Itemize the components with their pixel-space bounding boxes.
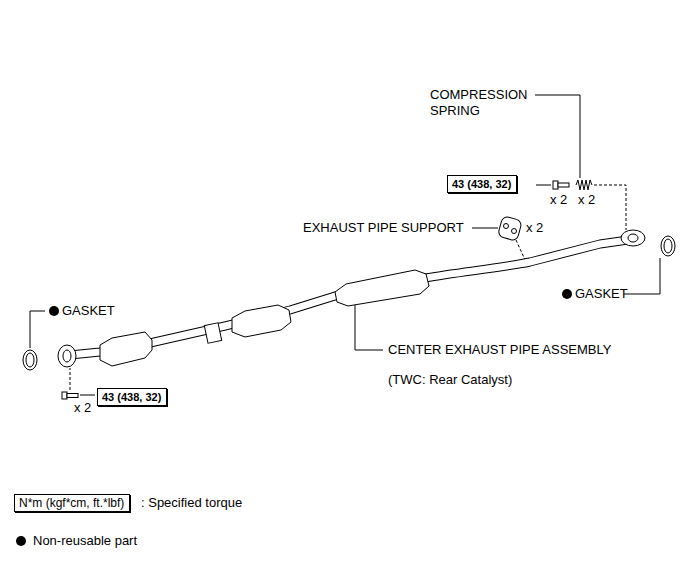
part-label: x 2	[578, 192, 595, 208]
leader-line	[536, 185, 551, 186]
bolt-symbol	[558, 183, 569, 187]
guide-line	[70, 368, 71, 390]
guide-line	[594, 185, 626, 230]
flange	[628, 234, 638, 242]
leader-line	[30, 311, 45, 348]
bolt-symbol	[67, 394, 78, 398]
part-label: CENTER EXHAUST PIPE ASSEMBLY	[388, 342, 611, 358]
gasket-symbol	[26, 353, 34, 367]
part-label: EXHAUST PIPE SUPPORT	[303, 220, 464, 236]
torque-box: 43 (438, 32)	[447, 175, 517, 193]
bolt-symbol	[62, 392, 67, 399]
spring-symbol	[576, 180, 592, 190]
flange	[58, 345, 76, 367]
unit-box: N*m (kgf*cm, ft.*lbf)	[14, 494, 130, 512]
non-reusable-dot	[49, 306, 59, 316]
converter	[232, 305, 291, 337]
part-label: (TWC: Rear Catalyst)	[388, 372, 512, 388]
leader-line	[472, 228, 498, 229]
pipe-support	[504, 224, 509, 229]
torque-value: N*m (kgf*cm, ft.*lbf)	[19, 496, 125, 510]
part-label: x 2	[526, 220, 543, 236]
bracket	[204, 323, 221, 344]
legend-text: Non-reusable part	[33, 533, 137, 549]
flange	[621, 230, 645, 246]
part-label: GASKET	[62, 303, 115, 319]
bolt-symbol	[553, 181, 558, 189]
torque-value: 43 (438, 32)	[452, 177, 512, 191]
gasket-symbol	[664, 239, 672, 253]
leader-line	[80, 395, 95, 396]
part-label: GASKET	[575, 286, 628, 302]
gasket-symbol	[23, 350, 37, 370]
non-reusable-dot	[562, 289, 572, 299]
legend-text: : Specified torque	[141, 495, 242, 511]
torque-box: 43 (438, 32)	[97, 388, 167, 406]
leader-line	[355, 302, 383, 350]
pipe-support	[512, 229, 517, 234]
front-catalyst	[100, 332, 152, 366]
leader-line	[535, 95, 580, 178]
non-reusable-dot	[16, 536, 26, 546]
rear-catalyst	[335, 270, 429, 306]
part-label: x 2	[74, 400, 91, 416]
pipe	[70, 240, 628, 355]
pipe-support	[497, 216, 522, 241]
part-label: COMPRESSION SPRING	[430, 87, 528, 119]
leader-line	[624, 258, 660, 294]
flange	[63, 350, 71, 362]
gasket-symbol	[661, 236, 675, 256]
part-label: x 2	[550, 192, 567, 208]
pipe	[70, 240, 628, 355]
torque-value: 43 (438, 32)	[102, 390, 162, 404]
